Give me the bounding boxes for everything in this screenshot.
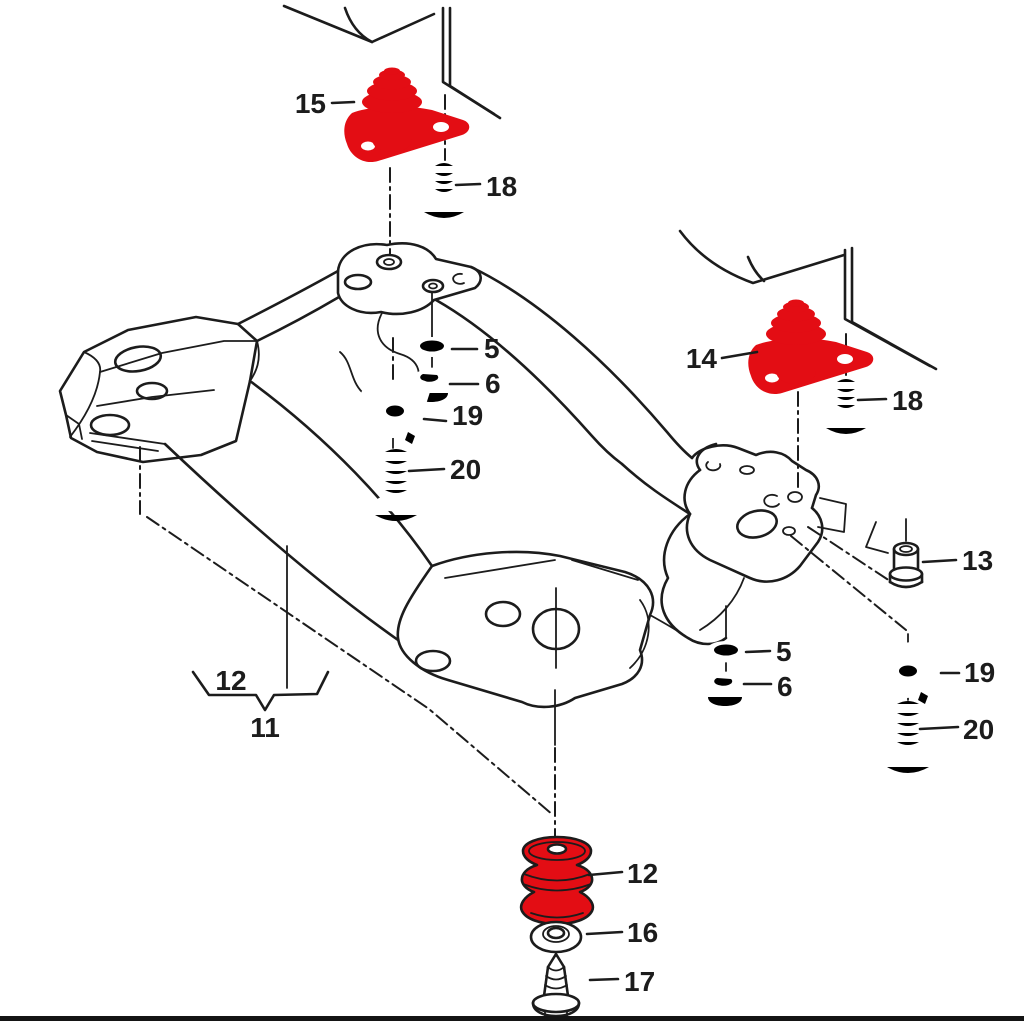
callout-label-6-right: 6 — [777, 671, 793, 702]
callout-label-17: 17 — [624, 966, 655, 997]
callout-label-19-right: 19 — [964, 657, 995, 688]
callout-label-6-left: 6 — [485, 368, 501, 399]
callout-label-12-bottom: 12 — [627, 858, 658, 889]
callout-label-19-left: 19 — [452, 400, 483, 431]
callout-leader-20-right — [918, 725, 960, 731]
bolt-20-left — [375, 449, 417, 521]
callout-label-11-group: 11 — [250, 712, 280, 743]
washer-5-left — [412, 337, 452, 357]
callout-leader-15 — [330, 100, 356, 105]
callout-leader-12-bottom — [587, 870, 624, 877]
bolt-18-right — [826, 379, 866, 434]
callout-leader-19-left — [422, 417, 448, 423]
screw-17 — [531, 952, 581, 1018]
callout-label-13: 13 — [962, 545, 993, 576]
callout-label-5-right: 5 — [776, 636, 792, 667]
nut-6-right — [708, 673, 742, 706]
callout-label-16: 16 — [627, 917, 658, 948]
bolt-20-right — [887, 701, 929, 773]
callout-label-5-left: 5 — [484, 333, 500, 364]
rubber-mount-14 — [748, 272, 874, 395]
washer-16 — [529, 920, 583, 954]
callout-leader-13 — [921, 558, 958, 564]
callout-label-12-group: 12 — [215, 665, 246, 696]
body-structure-top-center — [282, 4, 502, 120]
callout-leader-5-right — [744, 649, 772, 654]
callout-label-18-top: 18 — [486, 171, 517, 202]
callout-leader-18-top — [454, 182, 482, 187]
callout-label-14: 14 — [686, 343, 718, 374]
callout-leader-20-left — [407, 467, 446, 473]
callout-leader-16 — [585, 930, 624, 936]
rubber-bushing-12 — [519, 835, 595, 926]
callout-leader-17 — [588, 977, 620, 982]
body-structure-top-right — [678, 229, 938, 371]
callout-leader-14 — [720, 350, 759, 360]
callout-label-20-right: 20 — [963, 714, 994, 745]
callout-label-18-right: 18 — [892, 385, 923, 416]
callout-label-15: 15 — [295, 88, 326, 119]
callout-label-20-left: 20 — [450, 454, 481, 485]
plate-19-right — [873, 639, 944, 704]
callout-leader-18-right — [856, 397, 888, 402]
subframe-crossmember — [58, 242, 847, 709]
washer-5-right — [706, 641, 746, 661]
spacer-sleeve-13 — [888, 541, 924, 589]
plate-19-left — [360, 379, 431, 444]
bottom-border-line — [0, 1016, 1024, 1021]
group-bracket-11-12 — [191, 670, 330, 712]
assembly-center-lines — [139, 94, 909, 957]
bolt-18-top — [424, 163, 464, 218]
